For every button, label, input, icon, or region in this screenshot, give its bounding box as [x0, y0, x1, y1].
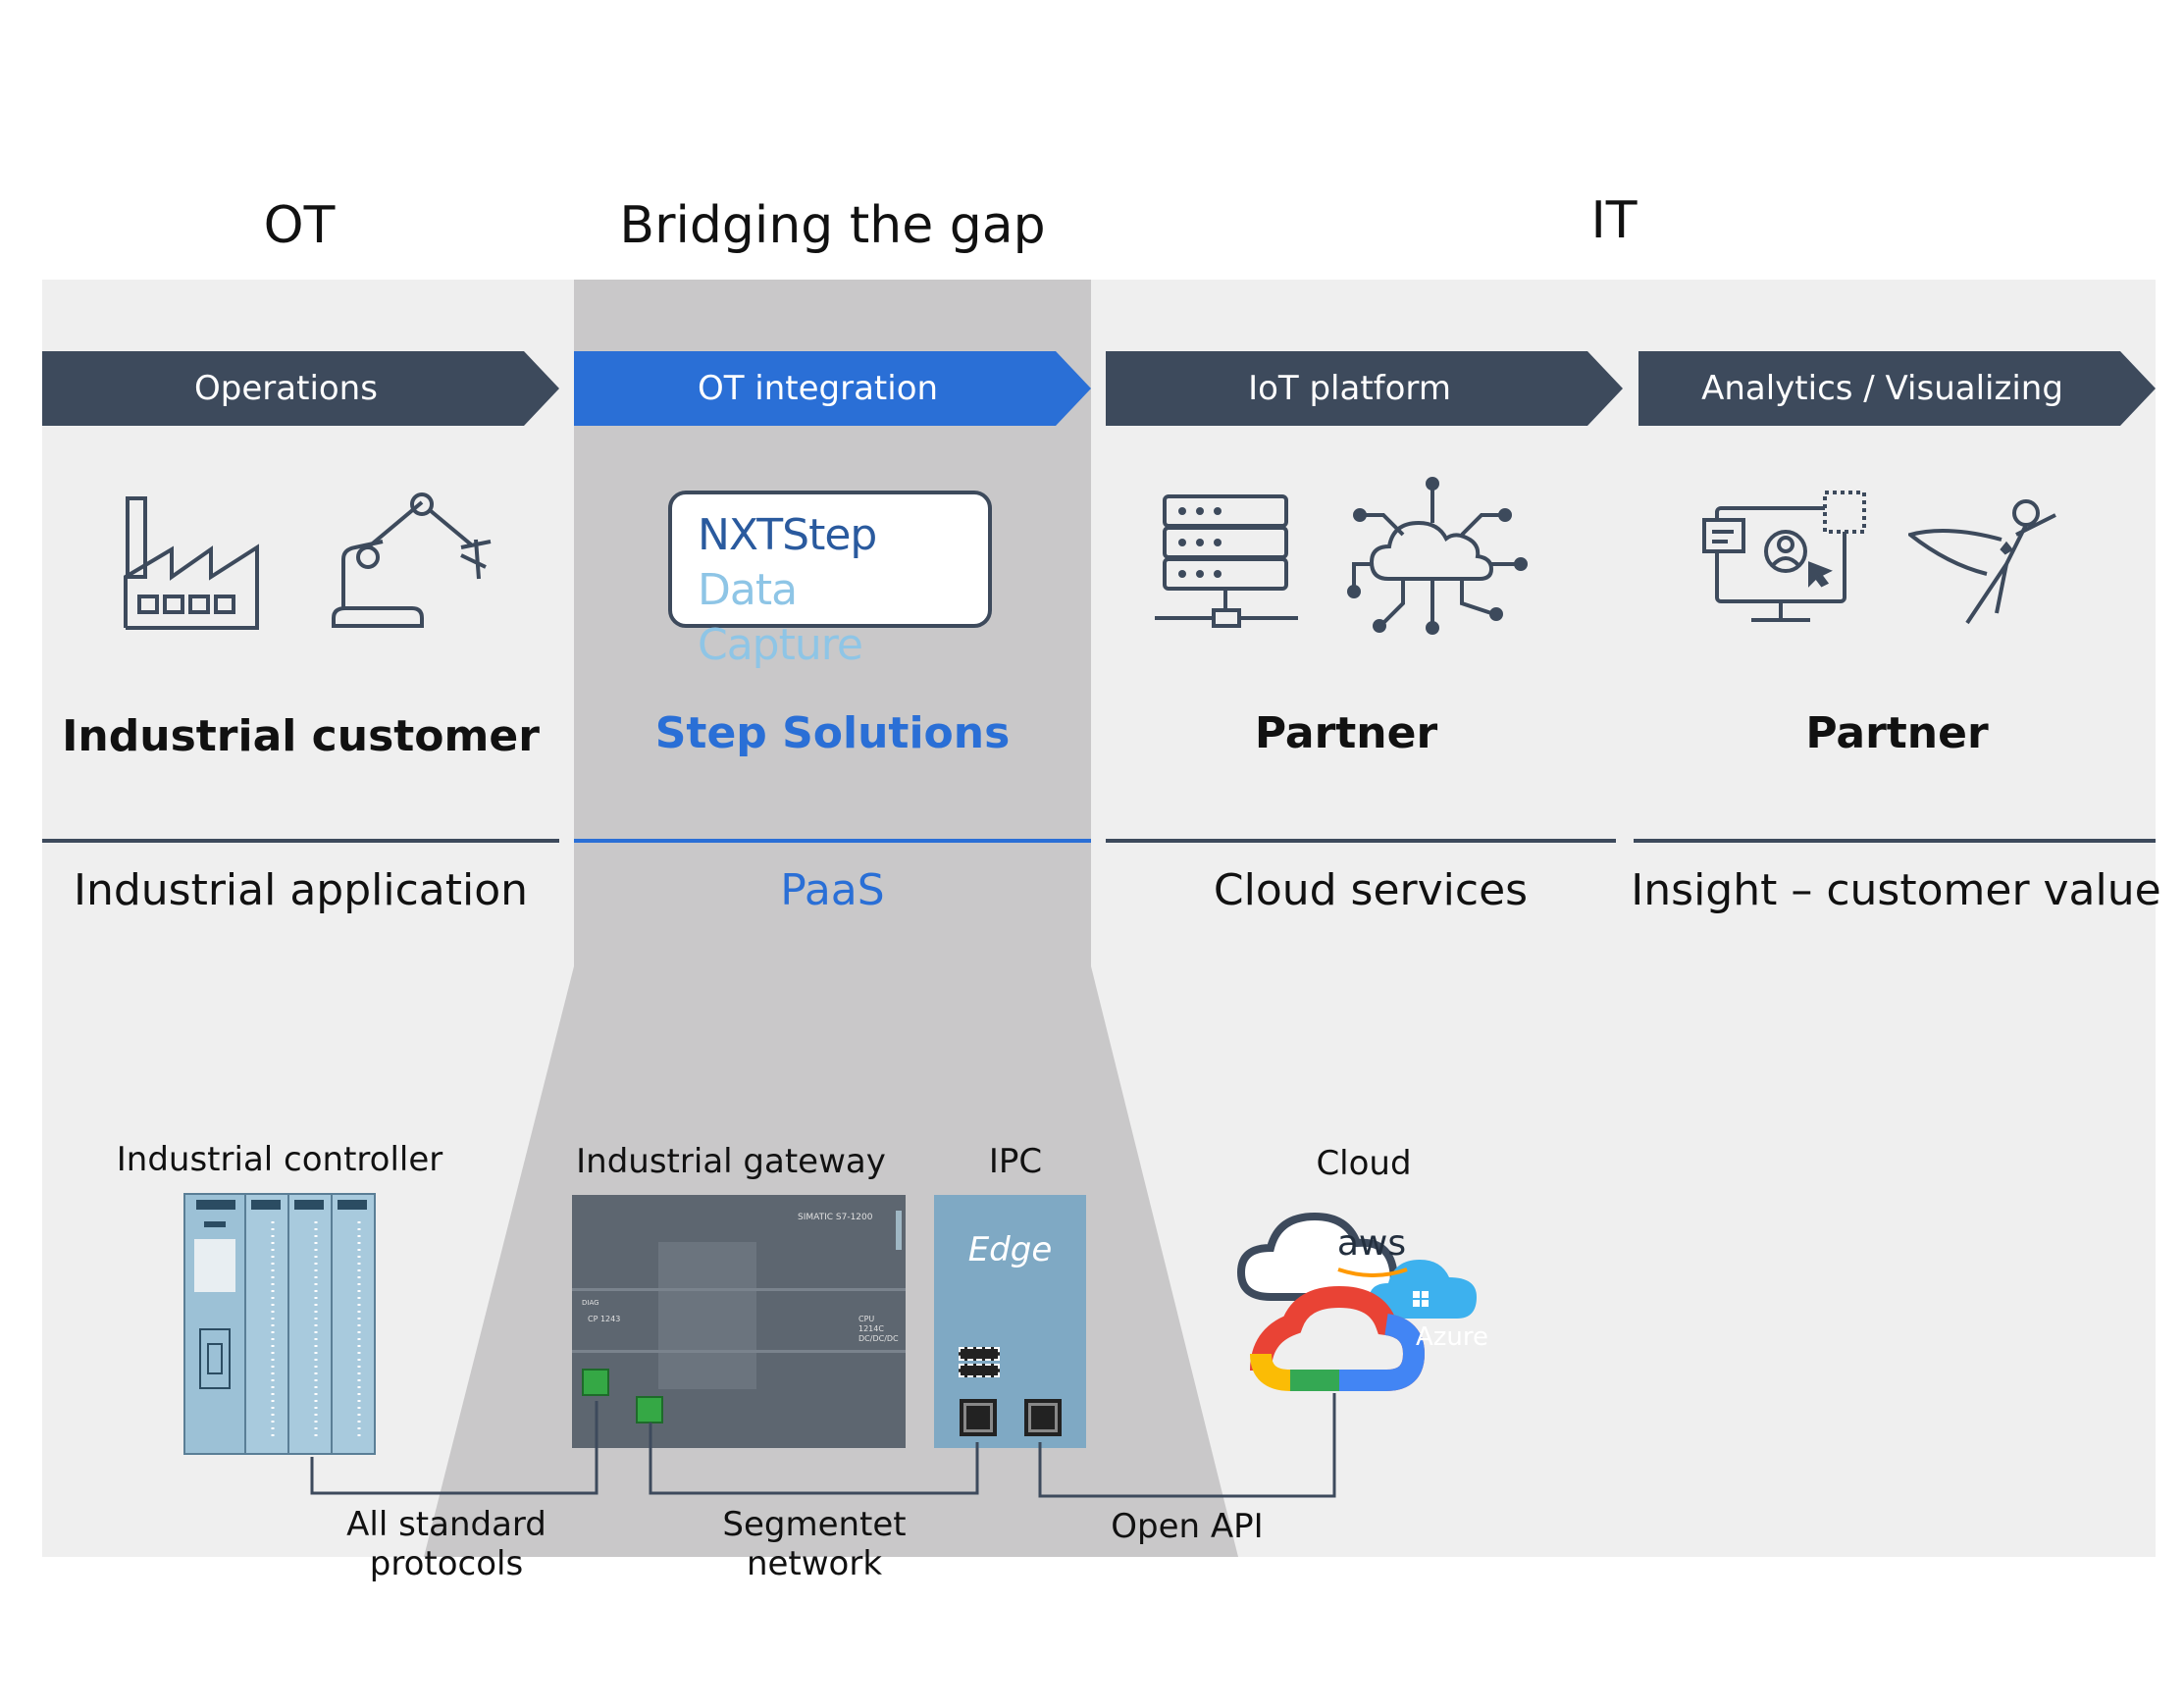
service-paas: PaaS	[780, 865, 885, 915]
nxtstep-logo: NXTStep Data Capture	[668, 491, 992, 670]
cloud-providers-image	[1236, 1212, 1477, 1391]
cloud-network-icon	[1347, 477, 1528, 635]
header-bridge: Bridging the gap	[619, 196, 1046, 255]
robot-arm-icon	[332, 492, 492, 628]
label-ipc: IPC	[988, 1142, 1043, 1181]
service-industrial-application: Industrial application	[73, 865, 529, 915]
divider-1	[42, 839, 559, 843]
role-partner-iot: Partner	[1254, 708, 1438, 758]
azure-label: Azure	[1415, 1322, 1489, 1352]
label-all-standard-protocols: All standard protocols	[346, 1505, 546, 1583]
header-ot: OT	[263, 196, 336, 255]
role-partner-analytics: Partner	[1805, 708, 1989, 758]
gateway-cpu: CPU 1214C DC/DC/DC	[858, 1315, 899, 1343]
industrial-gateway-image: SIMATIC S7-1200 CPU 1214C DC/DC/DC CP 12…	[572, 1195, 906, 1448]
logo-line-2: Data Capture	[698, 565, 863, 670]
gateway-model: SIMATIC S7-1200	[798, 1213, 873, 1222]
chevron-ot-integration: OT integration	[574, 351, 1091, 426]
aws-label: aws	[1336, 1223, 1407, 1264]
divider-2	[574, 839, 1091, 843]
ipc-edge-image: Edge	[934, 1195, 1086, 1448]
factory-icon	[124, 496, 259, 630]
edge-label: Edge	[967, 1230, 1053, 1269]
label-cloud: Cloud	[1316, 1144, 1412, 1183]
aws-smile-icon	[1337, 1268, 1408, 1277]
chevron-operations: Operations	[42, 351, 559, 426]
gateway-cp: CP 1243	[588, 1315, 621, 1323]
role-industrial-customer: Industrial customer	[62, 711, 540, 761]
label-industrial-controller: Industrial controller	[116, 1140, 443, 1179]
server-icon	[1155, 494, 1298, 628]
service-cloud-services: Cloud services	[1213, 865, 1529, 915]
role-step-solutions: Step Solutions	[654, 708, 1011, 758]
superhero-icon	[1908, 499, 2056, 625]
label-industrial-gateway: Industrial gateway	[576, 1142, 886, 1181]
header-it: IT	[1590, 191, 1638, 250]
label-segmentet-network: Segmentet network	[722, 1505, 907, 1583]
ipc-port-1	[960, 1399, 997, 1436]
gateway-diag: DIAG	[582, 1299, 599, 1307]
divider-4	[1634, 839, 2156, 843]
label-open-api: Open API	[1111, 1507, 1264, 1546]
divider-3	[1106, 839, 1616, 843]
industrial-controller-image	[183, 1193, 376, 1455]
service-insight: Insight – customer value	[1631, 865, 2161, 915]
dashboard-icon	[1702, 491, 1866, 622]
gateway-port-1	[582, 1369, 609, 1396]
ipc-port-2	[1024, 1399, 1062, 1436]
chevron-analytics: Analytics / Visualizing	[1638, 351, 2156, 426]
logo-line-1: NXTStep	[698, 510, 877, 560]
chevron-iot-platform: IoT platform	[1106, 351, 1623, 426]
